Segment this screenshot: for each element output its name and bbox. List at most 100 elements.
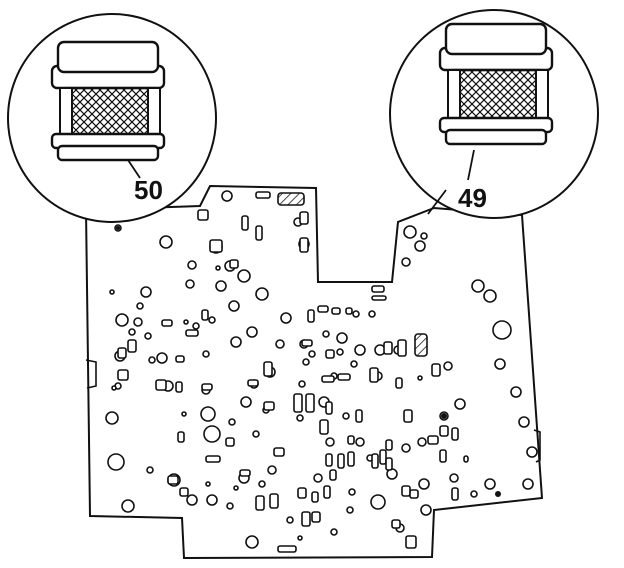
plate-slot xyxy=(409,489,419,499)
plate-edge-notch xyxy=(533,429,541,463)
plate-slot xyxy=(321,375,335,383)
callout-filter-50: 50 xyxy=(7,13,217,223)
hatched-orifice-pad xyxy=(277,192,305,206)
plate-slot xyxy=(379,449,387,465)
plate-hole xyxy=(109,289,115,295)
plate-slot xyxy=(347,451,355,467)
plate-slot xyxy=(255,495,265,511)
plate-hole xyxy=(484,478,496,490)
plate-hole xyxy=(354,344,366,356)
plate-slot xyxy=(299,211,309,225)
plate-hole xyxy=(494,358,506,370)
plate-hole xyxy=(246,326,258,338)
plate-hole xyxy=(346,506,354,514)
callout-number-49: 49 xyxy=(458,183,487,213)
plate-slot xyxy=(239,469,251,477)
plate-slot xyxy=(427,435,439,445)
plate-hole xyxy=(313,473,323,483)
plate-hole xyxy=(352,310,360,318)
plate-hole xyxy=(215,280,227,292)
plate-slot xyxy=(299,237,309,253)
plate-slot xyxy=(403,409,413,423)
plate-slot xyxy=(439,425,449,437)
plate-hole xyxy=(183,319,189,325)
plate-slot xyxy=(345,307,353,315)
filter-screen-icon xyxy=(438,22,554,146)
plate-hole xyxy=(186,494,198,506)
plate-slot xyxy=(369,367,379,383)
plate-hole xyxy=(526,446,538,458)
plate-slot xyxy=(205,455,221,463)
plate-slot xyxy=(201,309,209,321)
plate-hole xyxy=(510,386,522,398)
hatched-orifice-pad xyxy=(414,333,428,357)
plate-hole xyxy=(350,360,358,368)
plate-slot xyxy=(167,475,179,485)
plate-slot xyxy=(451,427,459,441)
leader-line xyxy=(427,189,447,215)
plate-hole xyxy=(215,265,221,271)
plate-slot xyxy=(401,485,411,497)
plate-slot xyxy=(385,457,393,471)
plate-hole xyxy=(275,339,285,349)
plate-hole xyxy=(208,316,216,324)
plate-slot xyxy=(329,469,337,481)
plate-slot xyxy=(263,361,273,377)
plate-hole xyxy=(148,356,156,364)
plate-slot xyxy=(451,487,459,501)
plate-slot xyxy=(439,449,447,463)
plate-hole xyxy=(240,396,252,408)
plate-slot xyxy=(371,285,385,293)
plate-hole xyxy=(298,380,306,388)
plate-hole xyxy=(417,437,427,447)
plate-hole xyxy=(483,289,497,303)
plate-hole xyxy=(140,286,152,298)
plate-slot xyxy=(317,305,329,313)
plate-hole xyxy=(297,535,303,541)
plate-hole xyxy=(308,350,316,358)
plate-hole xyxy=(121,499,135,513)
plate-slot xyxy=(247,379,259,387)
plate-hole xyxy=(336,348,344,356)
plate-hole xyxy=(401,257,411,267)
plate-hole xyxy=(414,240,426,252)
plate-slot xyxy=(371,453,379,469)
plate-slot xyxy=(293,393,303,413)
plate-slot xyxy=(241,215,249,231)
plate-hole xyxy=(342,412,350,420)
leader-line xyxy=(467,149,475,181)
plate-slot xyxy=(311,511,321,523)
plate-slot xyxy=(391,519,401,529)
plate-slot xyxy=(155,379,167,391)
plate-hole xyxy=(146,466,154,474)
plate-slot xyxy=(331,307,341,315)
plate-hole xyxy=(258,480,266,488)
plate-hole xyxy=(267,465,277,475)
plate-hole xyxy=(470,490,478,498)
plate-slot xyxy=(209,239,223,253)
plate-slot xyxy=(305,393,315,413)
plate-slot xyxy=(263,401,275,411)
plate-hole xyxy=(401,443,411,453)
callout-number-50: 50 xyxy=(134,175,163,205)
callout-filter-49: 49 xyxy=(389,9,599,219)
plate-hole xyxy=(454,398,466,410)
plate-hole xyxy=(159,235,173,249)
plate-slot xyxy=(385,439,393,451)
plate-hole xyxy=(105,411,119,425)
plate-slot xyxy=(405,535,417,549)
plate-slot xyxy=(175,381,183,393)
plate-slot xyxy=(117,369,129,381)
plate-slot xyxy=(273,447,285,457)
plate-slot xyxy=(355,409,363,423)
plate-edge-notch xyxy=(85,359,97,389)
plate-slot xyxy=(297,487,307,499)
plate-slot xyxy=(337,373,351,381)
plate-hole xyxy=(348,488,356,496)
plate-hole xyxy=(133,317,143,327)
plate-slot xyxy=(255,191,271,199)
plate-hole xyxy=(226,502,234,510)
plate-hole xyxy=(252,430,260,438)
plate-hole xyxy=(115,313,129,327)
